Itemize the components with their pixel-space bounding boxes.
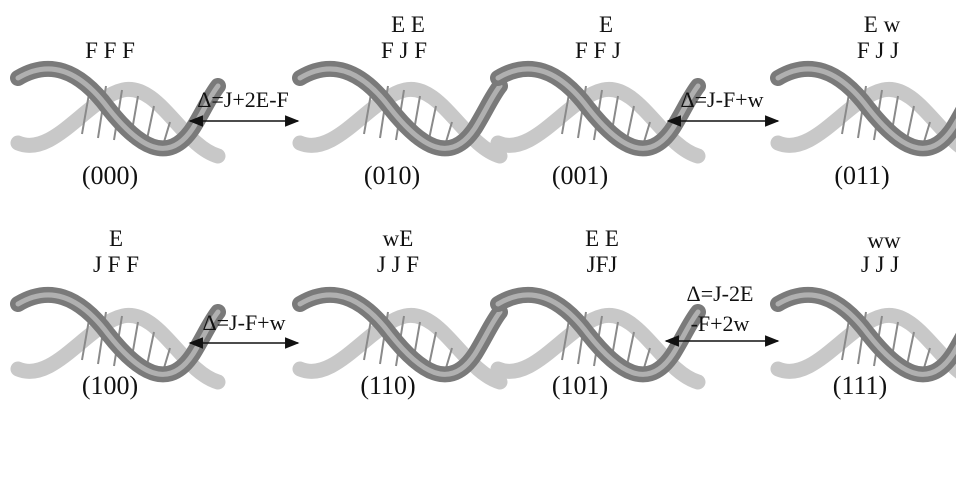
state-110: wE J J F (110): [292, 226, 508, 400]
helix-rung: [163, 121, 171, 143]
transition-energy-label: Δ=J+2E-F: [197, 87, 289, 112]
state-code: (100): [82, 371, 138, 400]
state-line1: E E: [585, 226, 619, 251]
transition-001-011: Δ=J-F+w: [666, 87, 780, 127]
state-code: (010): [364, 161, 420, 190]
dna-helix-icon: [292, 286, 508, 390]
state-code: (111): [833, 371, 887, 400]
state-101: E E JFJ (101): [490, 226, 706, 400]
state-line2: F F J: [575, 38, 621, 63]
transition-100-110: Δ=J-F+w: [188, 310, 300, 349]
state-line2: JFJ: [587, 252, 618, 277]
state-001: E F F J (001): [490, 12, 706, 190]
transition-energy-label: Δ=J-F+w: [203, 310, 286, 335]
helix-rung: [643, 347, 651, 369]
dna-helix-icon: [10, 286, 226, 390]
helix-rung: [445, 347, 453, 369]
dna-helix-icon: [292, 60, 508, 164]
transition-energy-label-line2: -F+2w: [691, 311, 750, 336]
state-000: F F F (000): [10, 38, 226, 190]
helix-rung: [445, 121, 453, 143]
state-111: ww J J J (111): [770, 228, 956, 400]
state-line2: F F F: [85, 38, 135, 63]
state-code: (011): [834, 161, 889, 190]
helix-strand-highlight: [775, 292, 956, 377]
state-line2: J J J: [861, 252, 899, 277]
state-line1: ww: [867, 228, 901, 253]
state-line1: wE: [383, 226, 414, 251]
helix-strand-highlight: [297, 292, 503, 377]
state-line1: E: [599, 12, 613, 37]
transition-101-111: Δ=J-2E -F+2w: [664, 281, 780, 347]
helix-strand-highlight: [15, 66, 221, 151]
state-line1: E E: [391, 12, 425, 37]
transition-energy-label: Δ=J-2E: [687, 281, 754, 306]
helix-rung: [643, 121, 651, 143]
state-line2: F J F: [381, 38, 427, 63]
state-line1: E: [109, 226, 123, 251]
state-line2: F J J: [857, 38, 899, 63]
state-code: (000): [82, 161, 138, 190]
state-code: (101): [552, 371, 608, 400]
dna-helix-icon: [490, 286, 706, 390]
helix-rung: [923, 347, 931, 369]
transition-000-010: Δ=J+2E-F: [188, 87, 300, 127]
helix-strand-highlight: [297, 66, 503, 151]
dna-helix-icon: [490, 60, 706, 164]
helix-rung: [923, 121, 931, 143]
state-011: E w F J J (011): [770, 12, 956, 190]
helix-rung: [163, 347, 171, 369]
state-line2: J F F: [93, 252, 139, 277]
dna-helix-icon: [770, 60, 956, 157]
state-line2: J J F: [377, 252, 419, 277]
helix-strand-highlight: [495, 66, 701, 151]
helix-strand-highlight: [775, 66, 956, 151]
state-code: (110): [360, 371, 415, 400]
dna-helix-icon: [10, 60, 226, 164]
dna-helix-icon: [770, 286, 956, 383]
state-code: (001): [552, 161, 608, 190]
state-010: E E F J F (010): [292, 12, 508, 190]
transition-energy-label: Δ=J-F+w: [681, 87, 764, 112]
state-100: E J F F (100): [10, 226, 226, 400]
state-line1: E w: [864, 12, 901, 37]
